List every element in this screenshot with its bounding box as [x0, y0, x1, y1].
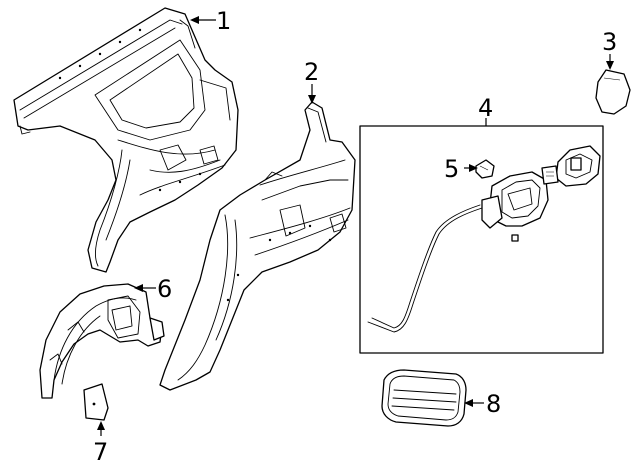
- part-5-clip: [475, 159, 495, 179]
- callout-label-1: 1: [216, 7, 231, 35]
- callout-label-3: 3: [602, 28, 617, 56]
- callout-label-6: 6: [157, 275, 172, 303]
- part-4-filler-housing-group: [359, 125, 604, 354]
- callout-5: 5: [444, 155, 478, 183]
- callout-label-4: 4: [478, 94, 493, 122]
- part-2-quarter-panel-inner: [159, 101, 356, 391]
- callout-label-2: 2: [304, 58, 319, 86]
- part-6-wheelhouse-liner: [39, 283, 165, 399]
- callout-label-5: 5: [444, 155, 459, 183]
- part-1-quarter-panel-outer: [13, 7, 239, 273]
- callout-label-7: 7: [93, 438, 108, 466]
- callout-4: 4: [478, 94, 493, 126]
- callout-1: 1: [190, 7, 231, 35]
- callout-label-8: 8: [486, 390, 501, 418]
- callout-6: 6: [134, 275, 172, 303]
- part-7-splash-shield: [83, 383, 109, 421]
- callout-3: 3: [602, 28, 617, 70]
- callout-7: 7: [93, 421, 108, 466]
- part-3-fuel-door: [595, 69, 631, 115]
- part-8-fuel-door-panel: [381, 369, 467, 427]
- callout-8: 8: [464, 390, 501, 418]
- callout-2: 2: [304, 58, 319, 104]
